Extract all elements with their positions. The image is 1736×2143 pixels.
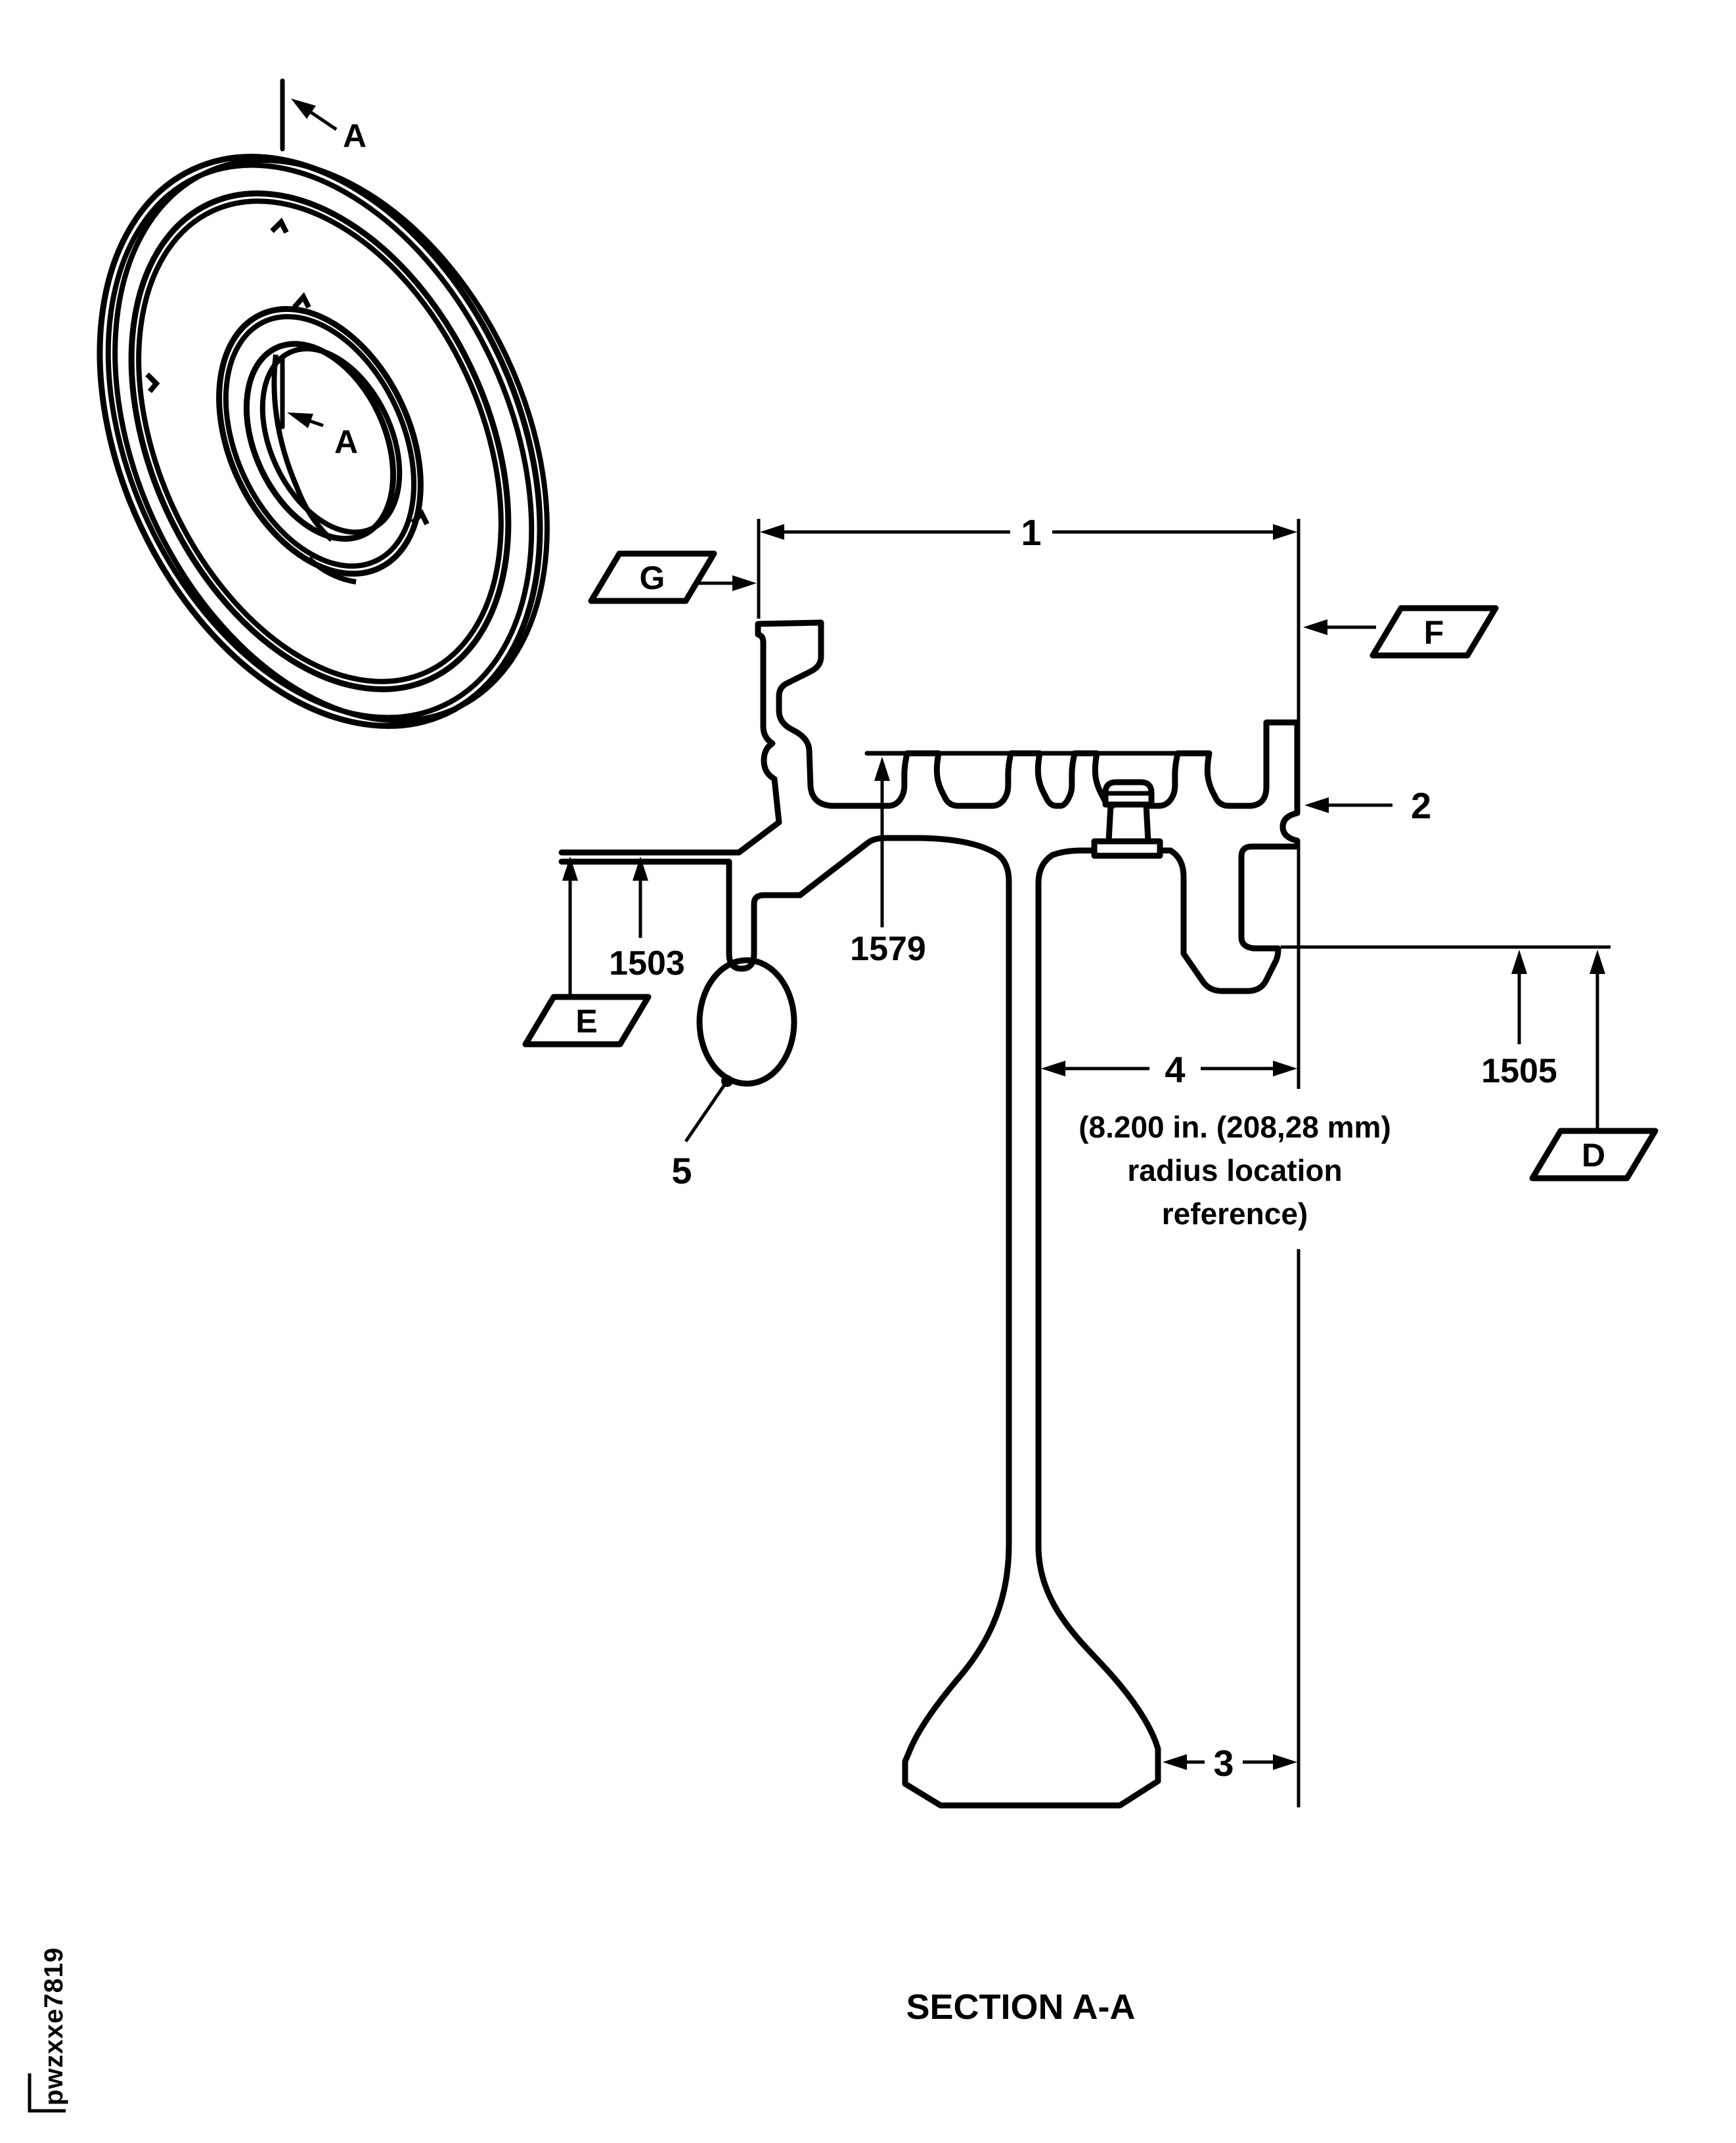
dim4-label: 4 <box>1165 1049 1185 1090</box>
flag-e-parallelogram <box>522 994 652 1048</box>
hub-notch <box>292 292 311 309</box>
bolt-plate <box>1091 838 1163 859</box>
cut-label-inner: A <box>334 424 358 460</box>
flag-f-arrowhead <box>1303 619 1327 635</box>
figure-code: pwzxxe7819 <box>39 1947 68 2106</box>
bore-inner-arc <box>271 354 334 542</box>
section-cut-marks: A A <box>280 78 367 460</box>
index1505-arrowhead-1 <box>1511 950 1527 974</box>
index1503-arrow-shafts <box>568 881 642 994</box>
dim4-arrowhead-right <box>1273 1061 1297 1076</box>
radius-note-line3: reference) <box>1162 1197 1308 1231</box>
dimension-3: 3 <box>1163 1742 1297 1784</box>
index1579-label: 1579 <box>850 930 926 968</box>
flag-e-label: E <box>575 1003 597 1040</box>
callout2-arrowhead <box>1304 797 1329 813</box>
index1503-arrowhead-1 <box>562 856 578 881</box>
right-flange-outline <box>1155 843 1301 994</box>
dimension-4: 4 (8.200 in. (208,28 mm) radius location… <box>1041 1049 1391 1231</box>
rim-notch <box>145 372 160 393</box>
section-profile <box>558 619 1301 1809</box>
index1505-arrowhead-2 <box>1590 950 1605 974</box>
bolt-shank <box>1105 801 1151 845</box>
callout-2: 2 <box>1304 785 1431 826</box>
retaining-bolt <box>1091 779 1163 859</box>
datum-flag-f: F <box>1303 605 1499 659</box>
rim-upper-outline <box>558 619 1301 856</box>
dim1-arrowhead-right <box>1273 524 1297 540</box>
dim3-arrowhead-right <box>1273 1754 1297 1770</box>
dim4-arrowhead-left <box>1041 1061 1065 1076</box>
index1505-arrow-shafts <box>1517 974 1599 1129</box>
callout5-label: 5 <box>671 1150 692 1191</box>
flag-d-parallelogram <box>1529 1128 1658 1182</box>
rim-notch <box>411 509 430 525</box>
balloon-leader-line <box>684 1080 729 1143</box>
index1503-arrowhead-2 <box>633 856 648 881</box>
detail-balloon-5: 5 <box>671 957 797 1191</box>
radius-note-line1: (8.200 in. (208,28 mm) <box>1079 1110 1391 1144</box>
dim1-label: 1 <box>1021 512 1041 553</box>
disk-perspective-view <box>97 154 550 729</box>
cut-label-top: A <box>343 118 367 154</box>
index-1503-group: 1503 E <box>522 851 732 1048</box>
flag-f-label: F <box>1424 614 1444 651</box>
index-1505-group: 1505 D <box>1281 945 1658 1182</box>
web-hub-outline <box>558 835 1161 1809</box>
datum-flag-g: G <box>588 550 757 604</box>
figure-code-group: pwzxxe7819 <box>28 1947 68 2113</box>
flag-g-label: G <box>640 560 665 596</box>
callout2-label: 2 <box>1411 785 1431 826</box>
cut-arrowhead-top <box>291 99 316 119</box>
flag-d-label: D <box>1582 1137 1605 1174</box>
index1579-arrowhead <box>874 757 890 781</box>
dim3-label: 3 <box>1213 1742 1234 1784</box>
hub-lower-arc <box>307 556 357 585</box>
dim1-arrowhead-left <box>760 524 784 540</box>
index1505-label: 1505 <box>1481 1052 1557 1090</box>
flag-g-arrowhead <box>732 575 757 591</box>
dimension-1: 1 <box>757 512 1301 1807</box>
index1503-label: 1503 <box>609 944 685 983</box>
flag-g-parallelogram <box>588 550 717 604</box>
figure-code-bracket <box>28 2073 66 2113</box>
rim-notch <box>270 217 289 234</box>
cut-arrowhead-inner <box>287 412 313 428</box>
balloon-circle <box>696 957 797 1087</box>
index-1579-group: 1579 <box>850 757 926 968</box>
dim3-arrowhead-left <box>1163 1754 1187 1770</box>
flag-f-parallelogram <box>1369 605 1499 659</box>
radius-note-line2: radius location <box>1127 1153 1342 1187</box>
section-title: SECTION A-A <box>906 1987 1136 2027</box>
